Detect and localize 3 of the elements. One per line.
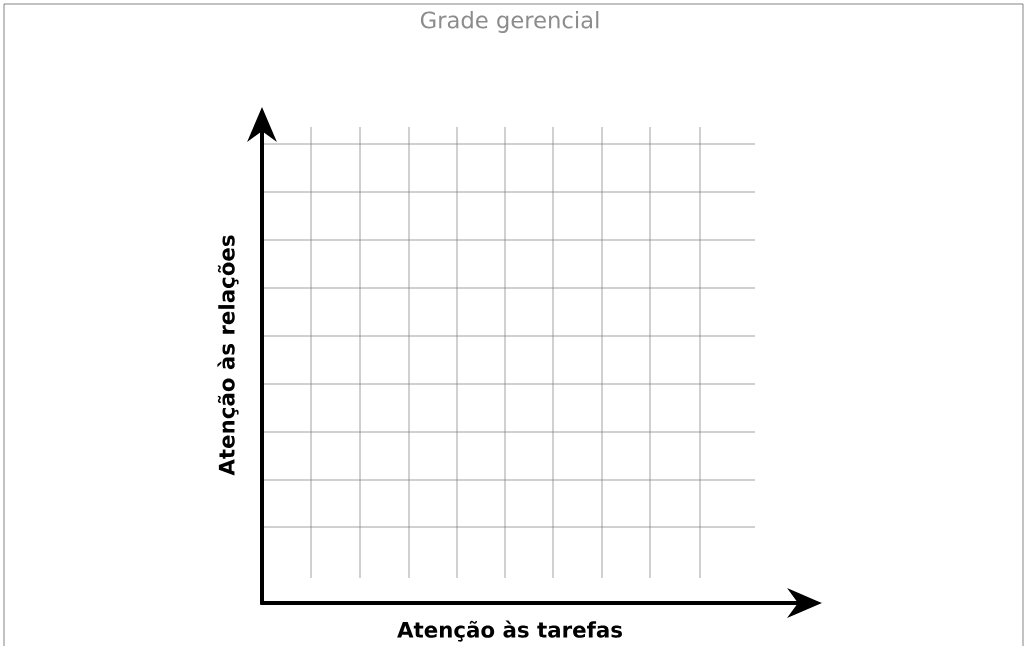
axis-label: Atenção às relações <box>217 235 239 476</box>
title: Grade gerencial <box>420 11 599 33</box>
axis-label: Atenção às tarefas <box>397 620 622 642</box>
